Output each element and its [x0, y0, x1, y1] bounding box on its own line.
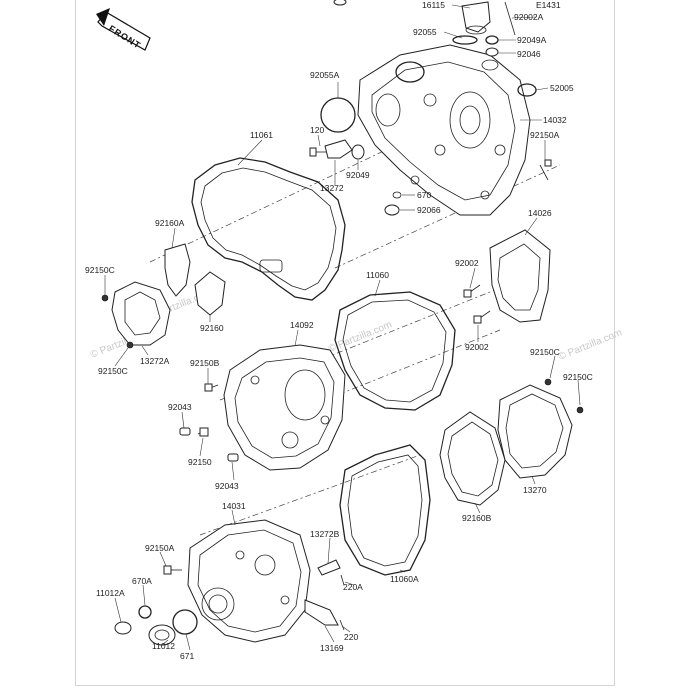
part-labels: 16115 E1431 92002A 92055 92049A 92046 92… — [85, 0, 593, 661]
part-label-e1431: E1431 — [536, 0, 561, 10]
part-label-92046: 92046 — [517, 49, 541, 59]
part-label-92049a: 92049A — [517, 35, 547, 45]
part-label-13169: 13169 — [320, 643, 344, 653]
part-label-92049: 92049 — [346, 170, 370, 180]
diagram-frame — [75, 0, 615, 686]
part-label-220: 220 — [344, 632, 358, 642]
part-label-92150b: 92150B — [190, 358, 220, 368]
part-label-670a: 670A — [132, 576, 152, 586]
part-label-92150c: 92150C — [530, 347, 560, 357]
plate-part — [111, 281, 171, 346]
part-label-13270: 13270 — [523, 485, 547, 495]
part-label-92150c: 92150C — [563, 372, 593, 382]
part-label-92160b: 92160B — [462, 513, 492, 523]
part-label-14026: 14026 — [528, 208, 552, 218]
part-label-16115: 16115 — [422, 0, 445, 10]
part-label-120: 120 — [310, 125, 324, 135]
part-label-92055a: 92055A — [310, 70, 340, 80]
part-label-14092: 14092 — [290, 320, 314, 330]
part-label-92043: 92043 — [168, 402, 192, 412]
part-label-92150c: 92150C — [98, 366, 128, 376]
part-label-92043: 92043 — [215, 481, 239, 491]
part-label-92160: 92160 — [200, 323, 224, 333]
part-label-14032: 14032 — [543, 115, 567, 125]
part-label-11061: 11061 — [250, 130, 273, 140]
part-label-670: 670 — [417, 190, 431, 200]
part-label-11060: 11060 — [366, 270, 389, 280]
bottom-cover-part — [187, 519, 311, 643]
gasket-part — [339, 444, 431, 576]
part-label-92160a: 92160A — [155, 218, 185, 228]
watermark: © Partzilla.com — [557, 327, 624, 362]
part-label-92150a: 92150A — [145, 543, 175, 553]
part-label-92066: 92066 — [417, 205, 441, 215]
part-label-92002: 92002 — [455, 258, 479, 268]
part-label-11060a: 11060A — [390, 574, 419, 584]
large-o-ring-part — [320, 97, 356, 133]
part-label-11012: 11012 — [152, 641, 175, 651]
gasket-part — [191, 157, 346, 301]
part-label-13272a: 13272A — [140, 356, 170, 366]
part-label-92150a: 92150A — [530, 130, 560, 140]
part-label-52005: 52005 — [550, 83, 574, 93]
clutch-cover-part — [357, 44, 537, 216]
plate-part — [497, 384, 573, 479]
part-label-92150c: 92150C — [85, 265, 115, 275]
part-label-11012a: 11012A — [96, 588, 125, 598]
plate-part — [439, 411, 506, 506]
front-arrow-icon: FRONT — [96, 8, 151, 51]
part-label-671: 671 — [180, 651, 194, 661]
part-label-220a: 220A — [343, 582, 363, 592]
part-label-92002: 92002 — [465, 342, 489, 352]
leader-lines — [104, 4, 581, 651]
part-label-92002a: 92002A — [514, 12, 544, 22]
part-label-13272: 13272 — [320, 183, 344, 193]
part-label-92150: 92150 — [188, 457, 212, 467]
o-ring-part — [452, 35, 478, 45]
gasket-part — [334, 291, 456, 411]
filler-cap-part — [333, 0, 516, 36]
part-label-92055: 92055 — [413, 27, 437, 37]
part-label-13272b: 13272B — [310, 529, 340, 539]
part-label-14031: 14031 — [222, 501, 246, 511]
middle-cover-part — [223, 344, 346, 471]
sprocket-cover-part — [489, 229, 551, 323]
